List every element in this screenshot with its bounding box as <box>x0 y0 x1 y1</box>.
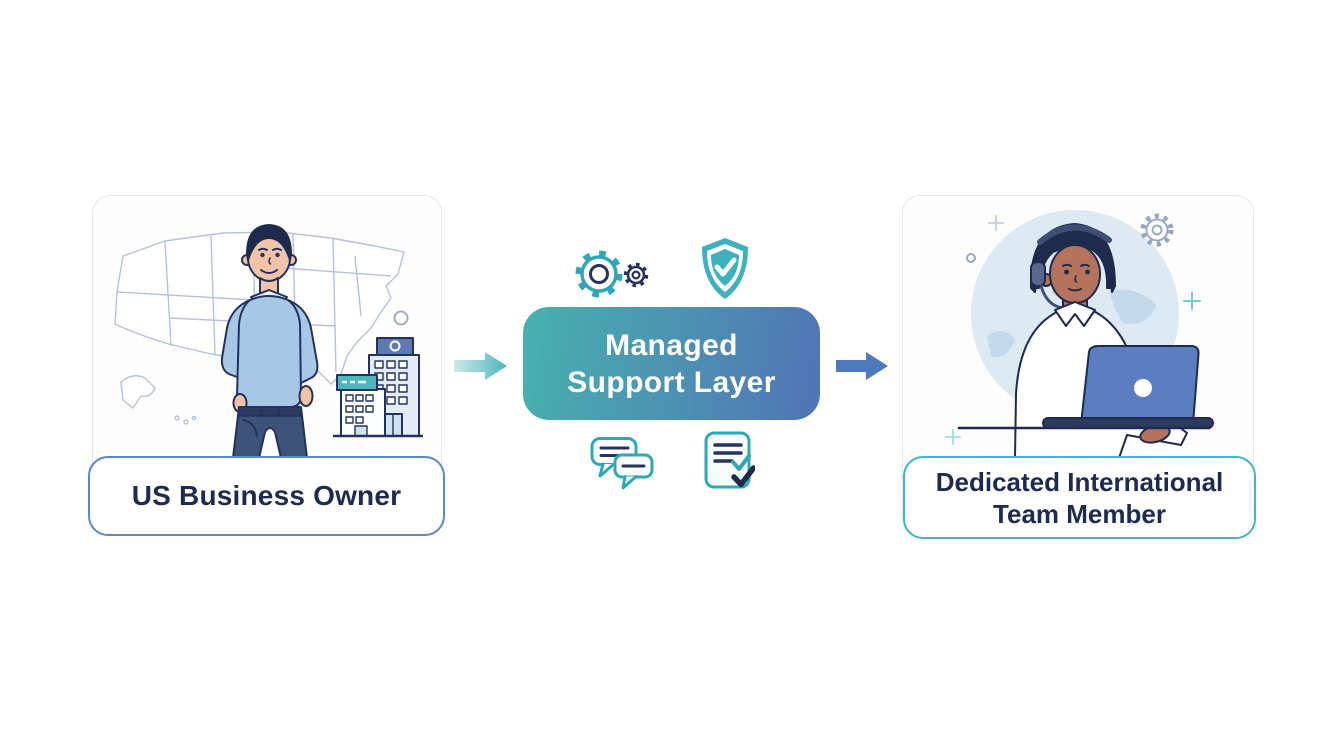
checklist-icon <box>704 431 755 489</box>
managed-support-layer-box: Managed Support Layer <box>523 307 820 420</box>
support-agent-figure <box>957 223 1214 458</box>
support-layer-line2: Support Layer <box>567 365 776 399</box>
support-layer-line1: Managed <box>605 328 738 362</box>
decorative-circle <box>393 310 409 326</box>
us-business-owner-label: US Business Owner <box>88 456 445 536</box>
shield-check-icon <box>702 238 748 299</box>
arrow-right-icon <box>454 352 507 380</box>
team-member-label-line1: Dedicated International <box>935 466 1224 497</box>
gears-icon <box>575 250 649 298</box>
decorative-gear-icon <box>1140 213 1174 247</box>
chat-bubbles-icon <box>590 437 654 490</box>
support-agent-illustration <box>945 210 1214 458</box>
office-building-icon <box>333 337 423 438</box>
arrow-right-icon <box>836 352 888 380</box>
team-member-label-line2: Team Member <box>993 498 1166 529</box>
business-owner-figure <box>220 224 319 458</box>
sparkle-icons <box>945 215 1201 445</box>
us-business-owner-label-text: US Business Owner <box>131 480 402 511</box>
us-business-owner-illustration <box>114 224 423 458</box>
team-member-label: Dedicated International Team Member <box>903 456 1256 539</box>
